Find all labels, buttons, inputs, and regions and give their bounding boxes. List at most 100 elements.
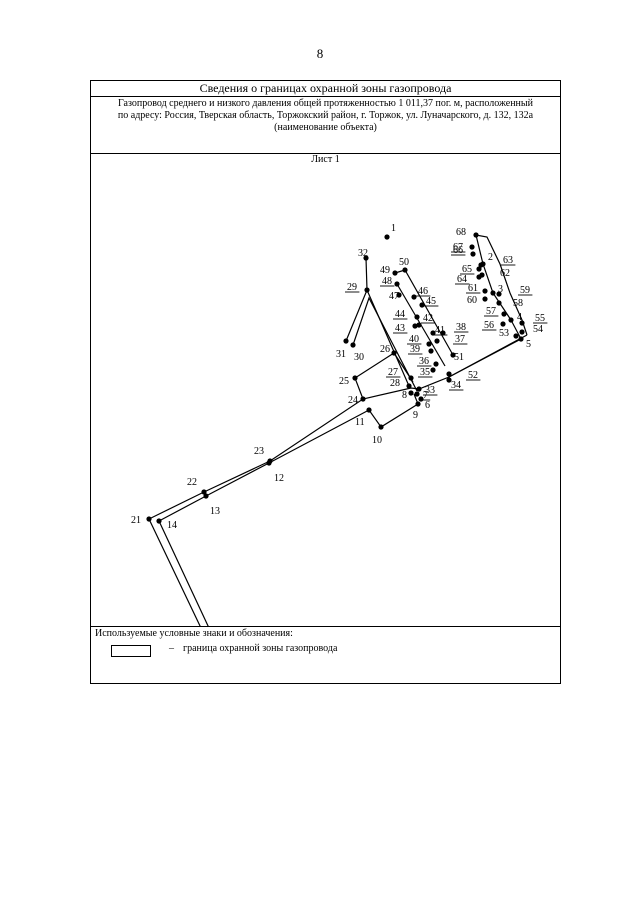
point-label-61: 61 xyxy=(468,283,478,294)
point-label-46: 46 xyxy=(418,286,428,297)
point-label-40: 40 xyxy=(409,334,419,345)
boundary-point-52 xyxy=(446,371,452,377)
point-label-41: 41 xyxy=(435,325,445,336)
boundary-point-28 xyxy=(406,383,412,389)
zone-boundary-segment-9 xyxy=(365,257,368,291)
point-label-47: 47 xyxy=(389,291,399,302)
boundary-point-43 xyxy=(412,323,418,329)
zone-boundary-segment-4 xyxy=(158,520,209,626)
point-label-56: 56 xyxy=(484,320,494,331)
boundary-point-39 xyxy=(428,348,434,354)
point-label-3: 3 xyxy=(498,284,503,295)
boundary-point-66 xyxy=(470,251,476,257)
point-label-55: 55 xyxy=(535,313,545,324)
boundary-point-14 xyxy=(156,518,162,524)
boundary-point-24 xyxy=(360,396,366,402)
object-description: Газопровод среднего и низкого давления о… xyxy=(91,96,560,154)
description-line-1: Газопровод среднего и низкого давления о… xyxy=(118,98,533,109)
point-label-66: 66 xyxy=(453,245,463,256)
point-label-54: 54 xyxy=(533,324,543,335)
boundary-point-13 xyxy=(203,493,209,499)
boundary-point-25 xyxy=(352,375,358,381)
zone-boundary-segment-8 xyxy=(352,296,418,392)
boundary-point-10 xyxy=(378,424,384,430)
point-label-13: 13 xyxy=(210,506,220,517)
zone-boundary-segment-12 xyxy=(448,334,528,378)
boundary-point-67 xyxy=(469,244,475,250)
zone-boundary-segment-2 xyxy=(158,393,419,522)
point-label-1: 1 xyxy=(391,223,396,234)
point-label-25: 25 xyxy=(339,376,349,387)
boundary-points xyxy=(146,232,525,524)
point-label-8: 8 xyxy=(402,390,407,401)
point-label-11: 11 xyxy=(355,417,365,428)
point-label-33: 33 xyxy=(425,385,435,396)
boundary-point-44 xyxy=(414,314,420,320)
point-label-57: 57 xyxy=(486,306,496,317)
boundary-point-22 xyxy=(201,489,207,495)
point-label-37: 37 xyxy=(455,334,465,345)
boundary-point-32 xyxy=(363,255,369,261)
point-label-24: 24 xyxy=(348,395,358,406)
boundary-point-8 xyxy=(408,390,414,396)
boundary-point-36 xyxy=(433,361,439,367)
point-label-59: 59 xyxy=(520,285,530,296)
point-label-30: 30 xyxy=(354,352,364,363)
point-label-31: 31 xyxy=(336,349,346,360)
legend-boundary-swatch xyxy=(111,645,151,657)
point-label-32: 32 xyxy=(358,248,368,259)
point-label-65: 65 xyxy=(462,264,472,275)
boundary-point-21 xyxy=(146,516,152,522)
boundary-point-35 xyxy=(430,367,436,373)
point-label-53: 53 xyxy=(499,328,509,339)
point-label-26: 26 xyxy=(380,344,390,355)
point-label-6: 6 xyxy=(425,400,430,411)
point-label-12: 12 xyxy=(274,473,284,484)
description-line-2: по адресу: Россия, Тверская область, Тор… xyxy=(117,110,534,121)
boundary-point-27 xyxy=(408,375,414,381)
boundary-point-49 xyxy=(392,270,398,276)
legend-title: Используемые условные знаки и обозначени… xyxy=(95,628,293,639)
boundary-point-40 xyxy=(426,341,432,347)
boundary-point-9 xyxy=(415,401,421,407)
point-label-44: 44 xyxy=(395,309,405,320)
boundary-point-60 xyxy=(482,296,488,302)
point-label-14: 14 xyxy=(167,520,177,531)
point-label-38: 38 xyxy=(456,322,466,333)
point-label-36: 36 xyxy=(419,356,429,367)
page-number: 8 xyxy=(316,46,324,61)
boundary-point-64 xyxy=(476,274,482,280)
point-label-27: 27 xyxy=(388,367,398,378)
point-label-5: 5 xyxy=(526,339,531,350)
document-frame: Сведения о границах охранной зоны газопр… xyxy=(90,80,561,684)
point-label-9: 9 xyxy=(413,410,418,421)
boundary-point-41 xyxy=(430,330,436,336)
point-label-21: 21 xyxy=(131,515,141,526)
point-label-10: 10 xyxy=(372,435,382,446)
boundary-point-68 xyxy=(473,232,479,238)
boundary-point-33 xyxy=(416,386,422,392)
boundary-point-58 xyxy=(496,300,502,306)
boundary-point-51 xyxy=(450,352,456,358)
boundary-point-57 xyxy=(501,311,507,317)
point-label-22: 22 xyxy=(187,477,197,488)
boundary-point-53 xyxy=(513,333,519,339)
boundary-point-61 xyxy=(482,288,488,294)
boundary-point-38 xyxy=(440,330,446,336)
boundary-point-30 xyxy=(350,342,356,348)
boundary-point-65 xyxy=(476,266,482,272)
point-label-4: 4 xyxy=(517,312,522,323)
boundary-point-56 xyxy=(500,321,506,327)
point-labels: 1234567891011121314212223242526272829303… xyxy=(131,223,545,531)
boundary-point-4 xyxy=(508,317,514,323)
boundary-point-63 xyxy=(478,262,484,268)
boundary-point-48 xyxy=(394,281,400,287)
point-label-45: 45 xyxy=(426,296,436,307)
point-label-42: 42 xyxy=(423,313,433,324)
point-label-48: 48 xyxy=(382,276,392,287)
boundary-point-7 xyxy=(414,391,420,397)
legend: Используемые условные знаки и обозначени… xyxy=(91,626,560,684)
boundary-point-3 xyxy=(490,290,496,296)
boundary-point-55 xyxy=(519,320,525,326)
boundary-point-1 xyxy=(384,234,390,240)
